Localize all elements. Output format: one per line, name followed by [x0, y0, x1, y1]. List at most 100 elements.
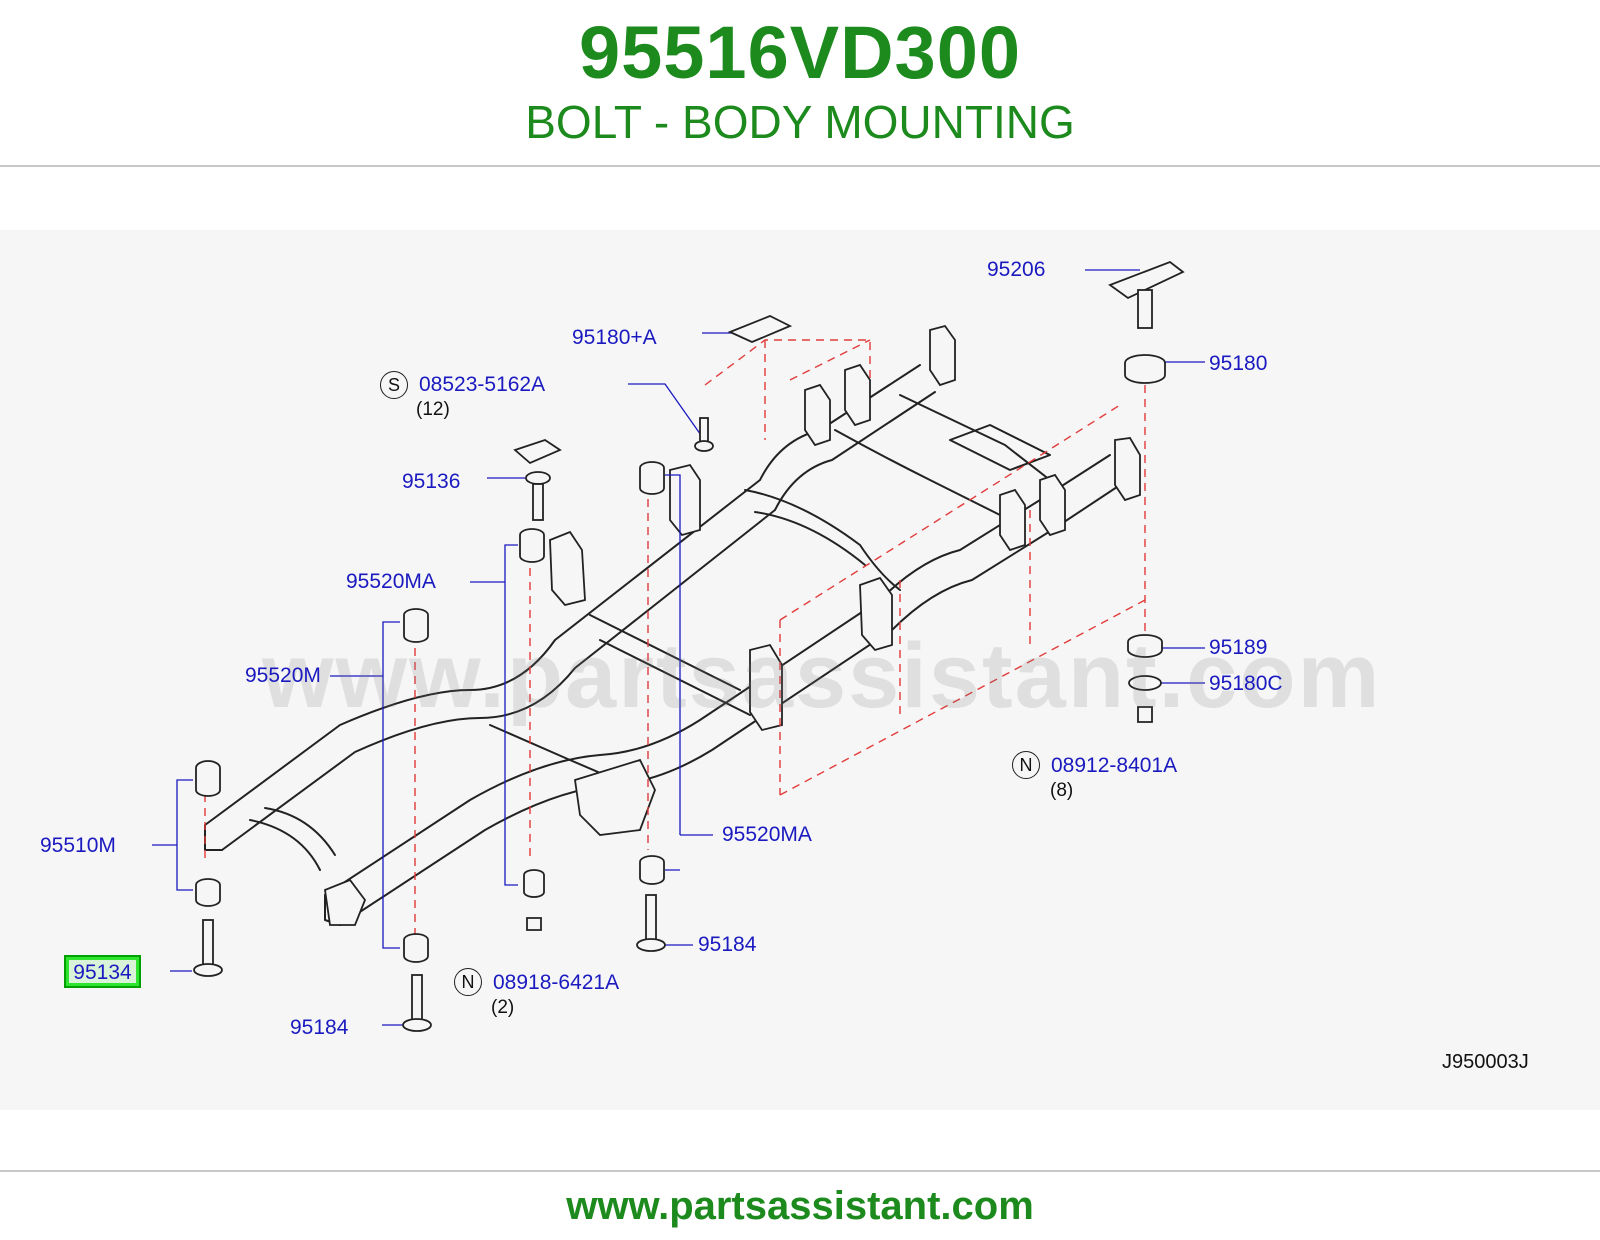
spare-bracket-stud	[1137, 289, 1153, 329]
part-description-subtitle: BOLT - BODY MOUNTING	[525, 96, 1075, 148]
leader-95520ma-top	[470, 544, 518, 886]
bushing-95520ma-rear-upper	[639, 461, 665, 495]
mid-crossmember-top	[589, 614, 741, 691]
bracket-6	[1039, 473, 1066, 537]
callout-95520m[interactable]: 95520M	[245, 664, 321, 687]
front-crossmember	[249, 819, 321, 871]
tail-crossmember	[834, 429, 1001, 516]
callout-95180[interactable]: 95180	[1209, 352, 1268, 375]
hardware	[193, 260, 1185, 1032]
leader-95520m	[330, 621, 400, 949]
bolt-95184-right-shank	[645, 894, 657, 941]
symbol-n-circle-08918: N	[454, 968, 482, 996]
nut-08912	[1137, 706, 1153, 723]
page-header: 95516VD300 BOLT - BODY MOUNTING	[0, 0, 1600, 168]
tail-plate	[899, 394, 1051, 481]
diagram-canvas	[0, 230, 1600, 1110]
bracket-9	[844, 363, 871, 427]
part-number-title: 95516VD300	[578, 11, 1022, 94]
callout-08523-5162a[interactable]: 08523-5162A	[419, 373, 546, 396]
bushing-95510m-lower	[195, 878, 221, 907]
callout-08912-8401a[interactable]: 08912-8401A	[1051, 754, 1178, 777]
left-rail-end	[204, 824, 223, 851]
callout-95184-left[interactable]: 95184	[290, 1016, 349, 1039]
front-horn	[324, 878, 367, 926]
bushing-95520m-lower	[403, 933, 429, 963]
bolt-95184-left-flange	[402, 1018, 432, 1032]
bolt-95184-left-shank	[411, 974, 423, 1021]
bracket-10	[929, 324, 956, 387]
header-divider	[0, 165, 1600, 167]
bracket-3	[859, 576, 893, 652]
dash-rear-upper	[779, 404, 1121, 621]
callout-95180-a[interactable]: 95180+A	[572, 326, 657, 349]
leader-95510m	[152, 779, 193, 891]
callout-95180c[interactable]: 95180C	[1209, 672, 1283, 695]
symbol-n-circle-08912: N	[1012, 751, 1040, 779]
frame-rails	[204, 364, 1121, 926]
mount-brackets	[324, 324, 1141, 926]
bolt-08523-head	[694, 440, 714, 452]
bolt-95134-flange	[193, 963, 223, 977]
bushing-95180-body	[1124, 363, 1166, 384]
diagram-code: J950003J	[1442, 1051, 1529, 1073]
pad-95136	[513, 439, 562, 465]
callout-95136[interactable]: 95136	[402, 470, 461, 493]
bushing-95520ma-lower	[523, 869, 545, 898]
footer-url-link[interactable]: www.partsassistant.com	[566, 1184, 1034, 1228]
stud-95136	[532, 483, 544, 521]
alignment-dashes	[204, 339, 1146, 940]
callout-95206[interactable]: 95206	[987, 258, 1046, 281]
bushing-95510m-upper	[195, 760, 221, 797]
callout-95134[interactable]: 95134	[73, 961, 132, 984]
symbol-s-circle: S	[380, 371, 408, 399]
bolt-95184-right-flange	[636, 938, 666, 952]
qty-08912: (8)	[1050, 780, 1074, 801]
bracket-5	[999, 488, 1026, 552]
bolt-08523-shank	[699, 417, 709, 443]
callout-95520ma-lower[interactable]: 95520MA	[722, 823, 812, 846]
qty-08918: (2)	[491, 997, 515, 1018]
highlight-inner	[69, 960, 136, 983]
bushing-95520m-upper	[403, 608, 429, 643]
bracket-8	[804, 383, 831, 447]
left-rail-bottom	[221, 391, 936, 851]
rear-crossmember-top	[744, 489, 901, 591]
callout-08918-6421a[interactable]: 08918-6421A	[493, 971, 620, 994]
qty-08523: (12)	[416, 399, 450, 420]
leader-95520ma-bot	[665, 474, 713, 871]
callout-95520ma-upper[interactable]: 95520MA	[346, 570, 436, 593]
watermark: www.partsassistant.com	[262, 625, 1382, 727]
front-crossmember-2	[264, 807, 336, 856]
leader-lines	[152, 269, 1205, 1026]
spare-bracket-95206	[1108, 260, 1185, 300]
nut-08918	[526, 917, 542, 931]
right-rail-top	[324, 454, 1111, 896]
dash-plate-diag	[789, 339, 871, 381]
bracket-7	[1114, 437, 1141, 502]
callout-95510m[interactable]: 95510M	[40, 834, 116, 857]
leader-08523	[628, 383, 704, 439]
bushing-95520ma-rear-lower	[639, 855, 665, 885]
spare-carrier	[949, 424, 1051, 471]
footer-divider	[0, 1170, 1600, 1172]
left-rail-top	[204, 364, 921, 826]
washer-95180c	[1128, 675, 1162, 691]
washer-95136	[525, 471, 551, 485]
bracket-1	[669, 463, 701, 537]
dash-plate-frame	[704, 339, 871, 386]
callout-95189[interactable]: 95189	[1209, 636, 1268, 659]
bushing-95189	[1127, 634, 1163, 658]
front-engine-bracket	[574, 758, 656, 836]
bracket-2	[549, 530, 586, 607]
callout-95184-right[interactable]: 95184	[698, 933, 757, 956]
right-rail-bottom	[339, 484, 1121, 926]
bracket-4	[749, 643, 783, 732]
rear-crossmember-bottom	[754, 511, 866, 566]
mid-crossmember-bottom	[599, 639, 751, 716]
highlight-box-95134[interactable]: 95134	[64, 955, 141, 988]
bolt-95134-shank	[202, 919, 214, 966]
plate-95180a	[727, 315, 793, 343]
bushing-95520ma-upper	[519, 528, 545, 563]
